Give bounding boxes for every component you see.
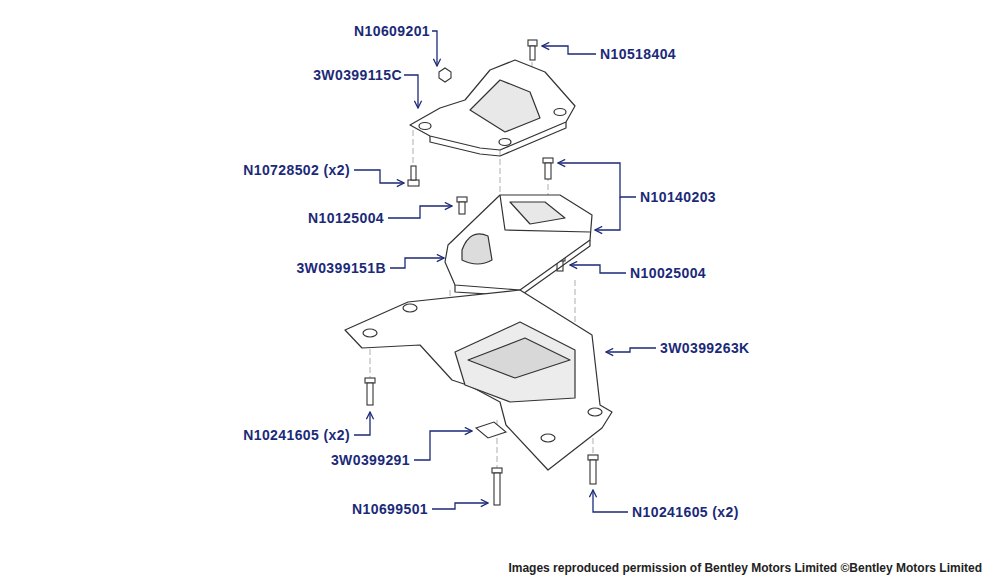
part-number: 3W0399151B <box>296 260 386 276</box>
leader-line <box>595 197 620 230</box>
bolt-shank <box>494 473 500 505</box>
rubber-bump <box>462 234 492 264</box>
leader-line <box>542 46 596 54</box>
bracket-hole <box>363 329 377 337</box>
part-number: N10518404 <box>600 46 676 62</box>
bracket-body <box>345 290 612 470</box>
bolt-head <box>528 40 537 46</box>
bracket-hole <box>499 139 511 146</box>
mount-body <box>445 195 592 290</box>
part-number: N10125004 <box>308 210 384 226</box>
part-number: N10609201 <box>354 23 430 39</box>
part-number: 3W0399291 <box>331 452 410 468</box>
leader-line <box>432 503 488 509</box>
bracket-hole <box>419 123 431 130</box>
leader-line <box>414 431 472 460</box>
leader-line <box>390 258 444 268</box>
part-number: N10025004 <box>630 265 706 281</box>
bolt-head <box>408 180 419 186</box>
bracket-plate <box>410 60 575 150</box>
bracket-hole <box>403 304 417 312</box>
copyright-caption: Images reproduced permission of Bentley … <box>508 561 982 575</box>
part-number: 3W0399115C <box>313 67 402 83</box>
bolt-head <box>365 378 375 383</box>
leader-line <box>404 75 418 108</box>
part-number: N10241605 (x2) <box>632 504 739 520</box>
leader-line <box>354 170 404 183</box>
leader-line <box>354 412 370 435</box>
mount-window <box>510 202 565 224</box>
bolt-shank <box>367 383 373 405</box>
part-number: 3W0399263K <box>660 340 750 356</box>
leader-line <box>558 163 636 197</box>
engine-mount <box>445 195 592 296</box>
bracket-hole <box>541 434 555 442</box>
bolt-head <box>588 455 598 460</box>
clip-nut <box>476 422 506 438</box>
bracket-hole <box>588 408 602 416</box>
bolt-shank <box>590 460 596 484</box>
part-number: N10728502 (x2) <box>243 162 350 178</box>
leader-line <box>388 206 452 218</box>
leader-line <box>593 490 628 512</box>
bracket-pad <box>468 338 570 378</box>
bolt-head <box>457 197 467 202</box>
mount-edge <box>500 195 590 232</box>
leader-line <box>570 265 626 273</box>
bracket-rib <box>470 80 540 132</box>
bolt-shank <box>545 163 551 179</box>
leader-line <box>432 31 437 66</box>
leader-line <box>606 348 656 352</box>
bolt-shank <box>530 46 535 60</box>
bolt-shank <box>459 202 465 214</box>
nut <box>439 68 451 82</box>
bracket-recess <box>455 322 575 402</box>
alignment-line <box>500 150 501 200</box>
mount-base <box>455 240 590 296</box>
leader-lines <box>354 31 656 512</box>
lower-bracket <box>345 290 612 470</box>
part-number: N10699501 <box>352 501 428 517</box>
part-number: N10241605 (x2) <box>243 427 350 443</box>
part-number: N10140203 <box>640 189 716 205</box>
bracket-hole <box>554 109 566 116</box>
bolt-shank <box>411 166 416 180</box>
bolt-head <box>543 158 553 163</box>
upper-bracket <box>410 60 575 156</box>
bolt-head <box>492 468 502 473</box>
